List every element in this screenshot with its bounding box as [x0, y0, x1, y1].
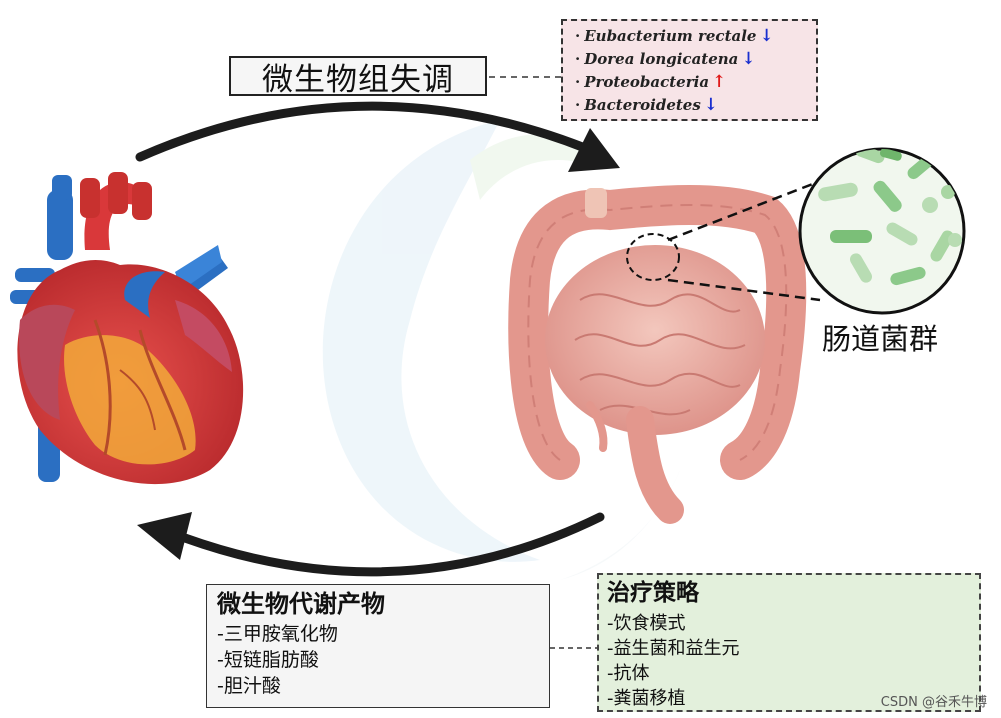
bacteria-item: ·Proteobacteria↑ [575, 72, 727, 92]
bacteria-item: ·Eubacterium rectale↓ [575, 26, 774, 46]
bacteria-item: ·Dorea longicatena↓ [575, 49, 756, 69]
arrow-down-icon: ↓ [741, 49, 756, 69]
bacteria-item: ·Bacteroidetes↓ [575, 95, 719, 115]
bacteria-zoom-circle [798, 147, 966, 315]
gut-microbiota-label: 肠道菌群 [822, 322, 939, 356]
metabolite-item: -短链脂肪酸 [217, 649, 319, 671]
bacteria-list-box: ·Eubacterium rectale↓ ·Dorea longicatena… [561, 19, 818, 121]
zoom-line-bottom [667, 278, 821, 302]
arrow-heart-to-gut [135, 101, 620, 172]
metabolites-title: 微生物代谢产物 [217, 590, 385, 618]
strategy-item: -饮食模式 [607, 613, 686, 634]
metabolite-item: -胆汁酸 [217, 675, 281, 697]
strategy-item: -抗体 [607, 663, 650, 684]
dysbiosis-label-text: 微生物组失调 [262, 61, 454, 98]
treatment-strategy-box: 治疗策略 -饮食模式 -益生菌和益生元 -抗体 -粪菌移植 [597, 573, 981, 712]
zoom-line-top [667, 178, 824, 242]
strategy-title: 治疗策略 [607, 580, 699, 606]
arrow-gut-to-heart [137, 512, 605, 577]
strategy-item: -粪菌移植 [607, 688, 686, 709]
metabolite-item: -三甲胺氧化物 [217, 623, 338, 645]
metabolites-box: 微生物代谢产物 -三甲胺氧化物 -短链脂肪酸 -胆汁酸 [206, 584, 550, 708]
arrow-down-icon: ↓ [759, 26, 774, 46]
intestine-illustration [508, 185, 807, 524]
arrow-up-icon: ↑ [712, 72, 727, 92]
dysbiosis-label: 微生物组失调 [229, 56, 487, 98]
background-logo [322, 120, 680, 580]
watermark: CSDN @谷禾牛博 [880, 695, 987, 710]
heart-illustration [10, 172, 244, 485]
arrow-down-icon: ↓ [703, 95, 719, 115]
strategy-item: -益生菌和益生元 [607, 638, 740, 659]
